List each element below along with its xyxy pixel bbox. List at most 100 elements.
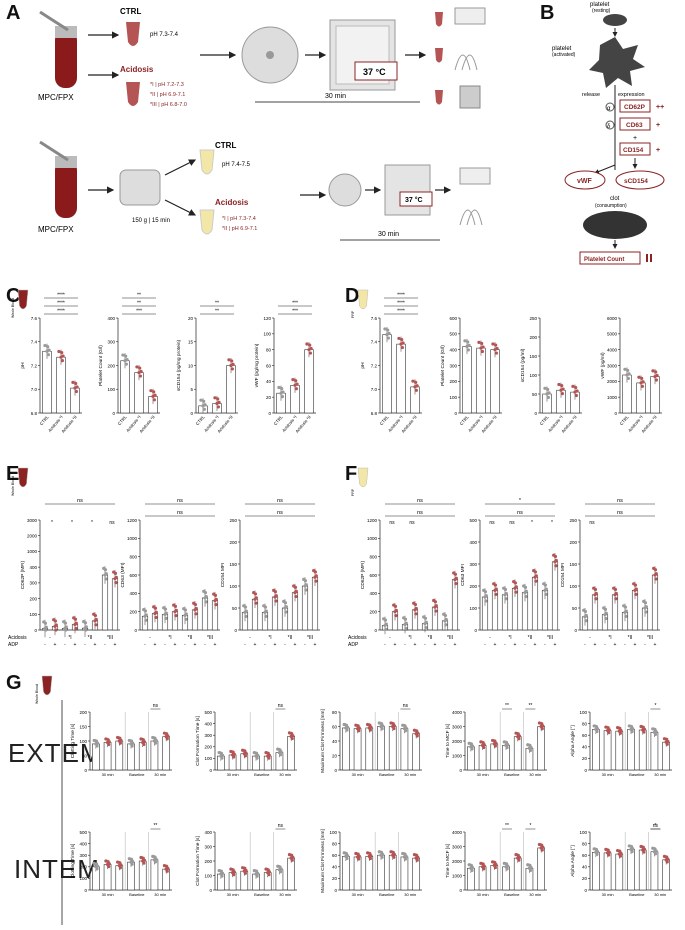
group-label: Baseline	[254, 772, 270, 777]
y-tick-label: 5000	[607, 332, 618, 337]
y-tick-label: 100	[569, 584, 577, 589]
data-point	[574, 393, 578, 398]
data-point	[254, 869, 259, 873]
acidosis-group: -	[489, 635, 491, 641]
data-point	[143, 614, 147, 618]
y-tick-label: 7.2	[371, 363, 378, 368]
data-point	[283, 601, 288, 605]
data-point	[543, 386, 547, 390]
data-point	[106, 860, 110, 864]
significance-label: **	[215, 309, 219, 315]
y-tick-label: 500	[469, 518, 477, 523]
y-axis-label: Alpha Angle [°]	[570, 725, 576, 757]
acidosis-label-2: Acidosis	[215, 198, 249, 207]
adp-mark: +	[194, 642, 197, 648]
bar	[400, 856, 409, 891]
data-point	[355, 727, 360, 731]
flow-histogram-icon	[454, 54, 478, 71]
data-point	[540, 722, 544, 726]
y-tick-label: 400	[369, 591, 377, 596]
rotem-device-icon	[459, 85, 481, 109]
y-tick-label: 250	[229, 518, 237, 523]
group-label: 30 min	[404, 772, 416, 777]
ctrl-label-2: CTRL	[215, 141, 236, 150]
adp-mark: +	[434, 642, 437, 648]
data-point	[479, 346, 483, 350]
adp-mark: +	[414, 642, 417, 648]
panel-f-letter: F	[345, 463, 358, 485]
significance-label: ns	[277, 498, 283, 504]
y-tick-label: 7.4	[31, 340, 38, 345]
data-point	[43, 621, 48, 625]
data-point	[254, 601, 258, 605]
blood-label: MPC/FPX	[38, 93, 74, 102]
data-point	[480, 743, 485, 747]
data-point	[554, 564, 558, 568]
data-point	[201, 404, 205, 408]
data-point	[141, 740, 145, 745]
adp-mark: +	[554, 642, 557, 648]
data-point	[399, 342, 403, 346]
y-tick-label: 0	[459, 768, 462, 773]
data-point	[254, 872, 258, 876]
time-label-2: 30 min	[378, 231, 399, 238]
data-point	[243, 605, 248, 609]
ctrl-label: CTRL	[120, 7, 141, 16]
y-tick-label: 250	[529, 316, 537, 321]
group-label: 30 min	[529, 772, 541, 777]
data-point	[229, 363, 233, 368]
data-point	[640, 384, 644, 388]
y-tick-label: 7.0	[31, 387, 38, 392]
data-point	[543, 588, 547, 593]
data-point	[307, 348, 311, 352]
y-tick-label: 400	[79, 841, 87, 846]
data-point	[423, 621, 427, 626]
y-tick-label: 400	[129, 591, 137, 596]
acidosis-line-2-2: *II | pH 6.9-7.1	[222, 226, 257, 232]
acidosis-line-2-1: *I | pH 7.3-7.4	[222, 216, 256, 222]
data-point	[244, 614, 248, 618]
y-tick-label: 1000	[127, 536, 138, 541]
data-point	[367, 854, 371, 858]
data-point	[253, 592, 258, 596]
sample-tube-icon	[17, 289, 29, 310]
acidosis-group: *I	[508, 635, 511, 641]
category-label: CTRL	[619, 414, 630, 426]
data-point	[151, 394, 155, 398]
significance-label: ***	[292, 309, 298, 315]
acidosis-group: *III	[547, 635, 553, 641]
y-tick-label: 80	[332, 841, 338, 846]
significance-label: ****	[397, 301, 405, 307]
data-point	[308, 343, 312, 347]
adp-mark: +	[514, 642, 517, 648]
data-point	[391, 722, 395, 726]
y-tick-label: 200	[129, 609, 137, 614]
data-point	[492, 863, 496, 867]
data-point	[626, 368, 630, 373]
y-axis-label: Time to MCF [s]	[445, 724, 451, 758]
acidosis-line-3: *III | pH 6.8-7.0	[150, 102, 187, 108]
y-tick-label: 100	[29, 612, 37, 617]
adp-mark: +	[154, 642, 157, 648]
acidosis-group: *III	[647, 635, 653, 641]
data-point	[624, 614, 628, 618]
data-point	[213, 396, 217, 400]
y-tick-label: 0	[268, 411, 271, 416]
adp-mark: +	[294, 642, 297, 648]
sample-tube-icon	[357, 467, 369, 488]
data-point	[144, 618, 148, 622]
data-point	[653, 568, 658, 572]
category-label: CTRL	[39, 414, 50, 426]
significance-label: ****	[57, 309, 65, 315]
y-tick-label: 3000	[452, 724, 463, 729]
y-tick-label: 0	[84, 888, 87, 893]
bar	[627, 729, 635, 771]
y-axis-label: sCD154 (pg/ml)	[520, 348, 526, 382]
row-acidosis-label: Acidosis	[8, 635, 27, 641]
data-point	[73, 386, 77, 390]
data-point	[415, 729, 419, 733]
data-point	[527, 866, 532, 870]
